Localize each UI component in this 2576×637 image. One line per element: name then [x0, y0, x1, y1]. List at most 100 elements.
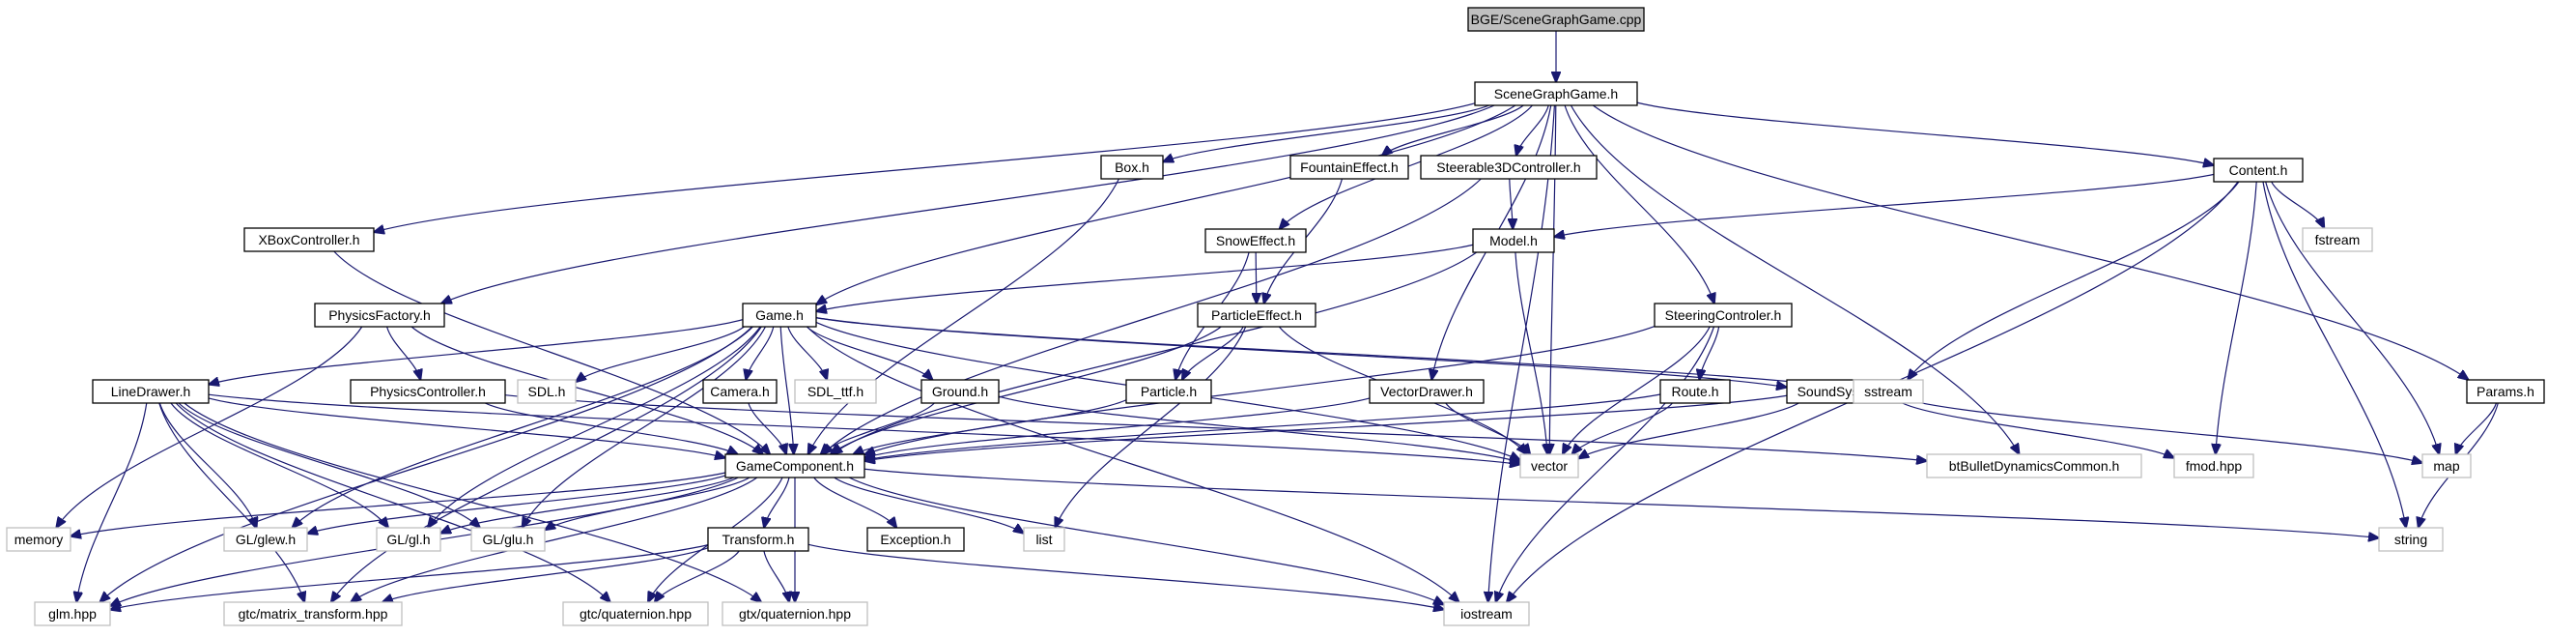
- edge-params-to-map: [2456, 402, 2498, 454]
- edge-xbox-to-gamecomponent: [333, 250, 770, 454]
- node-physfactory[interactable]: PhysicsFactory.h: [314, 303, 445, 328]
- edge-transform-to-glmhpp: [110, 544, 709, 610]
- node-box: [2302, 227, 2373, 252]
- node-params[interactable]: Params.h: [2466, 379, 2545, 404]
- edge-gamecomponent-to-gtcmatrix: [351, 477, 758, 602]
- node-gtcquat: gtc/quaternion.hpp: [562, 601, 709, 626]
- node-label: Particle.h: [1141, 384, 1197, 399]
- node-ground[interactable]: Ground.h: [920, 379, 1000, 404]
- node-xbox[interactable]: XBoxController.h: [243, 227, 375, 252]
- edge-vectordrawer-to-gamecomponent: [864, 397, 1371, 458]
- node-model[interactable]: Model.h: [1472, 228, 1555, 253]
- node-box: [1289, 155, 1409, 180]
- node-box: [34, 601, 111, 626]
- edge-steerable-to-model: [1510, 178, 1513, 229]
- edge-game-to-soundsystem: [815, 317, 1787, 388]
- node-box: [2466, 379, 2545, 404]
- node-label: vector: [1531, 458, 1568, 474]
- node-box: [1023, 527, 1065, 552]
- node-box: [794, 379, 877, 404]
- node-box: [1125, 379, 1212, 404]
- node-transform[interactable]: Transform.h: [707, 527, 809, 552]
- node-label: Steerable3DController.h: [1436, 159, 1580, 175]
- node-box: [2421, 453, 2472, 478]
- node-label: map: [2433, 458, 2459, 474]
- node-label: PhysicsController.h: [370, 384, 486, 399]
- edge-steeringctl-to-gamecomponent: [864, 325, 1656, 455]
- edge-linedrawer-to-glmhpp: [76, 402, 148, 602]
- edge-scenegraph-to-steerable: [1516, 104, 1549, 156]
- node-particle[interactable]: Particle.h: [1125, 379, 1212, 404]
- node-box[interactable]: Box.h: [1100, 155, 1164, 180]
- node-root[interactable]: BGE/SceneGraphGame.cpp: [1467, 7, 1645, 32]
- node-memory: memory: [6, 527, 71, 552]
- node-label: PhysicsFactory.h: [328, 307, 431, 323]
- edge-soundsystem-to-gamecomponent: [864, 394, 1788, 461]
- node-sdl: SDL.h: [517, 379, 577, 404]
- node-label: Exception.h: [880, 532, 950, 547]
- node-iostream: iostream: [1443, 601, 1530, 626]
- node-camera[interactable]: Camera.h: [702, 379, 778, 404]
- node-label: btBulletDynamicsCommon.h: [1949, 458, 2120, 474]
- node-label: GL/glu.h: [483, 532, 534, 547]
- edge-scenegraph-to-physfactory: [441, 104, 1495, 304]
- node-box: [92, 379, 210, 404]
- edge-physfactory-to-gamecomponent: [410, 326, 763, 454]
- node-linedrawer[interactable]: LineDrawer.h: [92, 379, 210, 404]
- node-label: SDL_ttf.h: [807, 384, 863, 399]
- edge-transform-to-gtxquat: [763, 550, 789, 602]
- node-box: [1100, 155, 1164, 180]
- node-box: [223, 527, 308, 552]
- edge-particle-to-gamecomponent: [853, 399, 1127, 454]
- edge-scenegraph-to-box: [1163, 104, 1489, 161]
- node-gamecomponent[interactable]: GameComponent.h: [724, 453, 865, 478]
- node-content[interactable]: Content.h: [2213, 158, 2304, 183]
- node-vectordrawer[interactable]: VectorDrawer.h: [1369, 379, 1485, 404]
- edge-scenegraph-to-iostream: [1488, 104, 1555, 602]
- node-box: [223, 601, 403, 626]
- edge-physctl-to-gamecomponent: [484, 402, 738, 454]
- node-gtcmatrix: gtc/matrix_transform.hpp: [223, 601, 403, 626]
- edge-gamecomponent-to-glh: [440, 477, 735, 534]
- edge-gamecomponent-to-iostream: [848, 477, 1444, 605]
- node-route[interactable]: Route.h: [1659, 379, 1731, 404]
- edge-game-to-sstream: [815, 317, 1854, 390]
- node-label: Model.h: [1489, 233, 1538, 248]
- edge-ground-to-vector: [998, 395, 1520, 462]
- node-fmodhpp: fmod.hpp: [2173, 453, 2254, 478]
- node-box: [1659, 379, 1731, 404]
- node-box: [1197, 303, 1316, 328]
- node-map: map: [2421, 453, 2472, 478]
- node-box: [1369, 379, 1485, 404]
- node-label: Content.h: [2229, 162, 2288, 178]
- node-steerable[interactable]: Steerable3DController.h: [1420, 155, 1598, 180]
- edge-scenegraph-to-steeringctl: [1564, 104, 1714, 304]
- edge-scenegraph-to-params: [1592, 104, 2468, 380]
- node-box: [517, 379, 577, 404]
- node-box: [1853, 379, 1924, 404]
- node-game[interactable]: Game.h: [742, 303, 817, 328]
- node-snow[interactable]: SnowEffect.h: [1204, 228, 1307, 253]
- node-sdlttf: SDL_ttf.h: [794, 379, 877, 404]
- node-scenegraph[interactable]: SceneGraphGame.h: [1474, 81, 1638, 106]
- node-exception[interactable]: Exception.h: [866, 527, 965, 552]
- node-box: [470, 527, 546, 552]
- node-physctl[interactable]: PhysicsController.h: [350, 379, 506, 404]
- node-glh: GL/gl.h: [376, 527, 441, 552]
- edge-steeringctl-to-route: [1699, 326, 1720, 380]
- edge-physfactory-to-physctl: [386, 326, 421, 380]
- node-label: gtc/quaternion.hpp: [580, 606, 692, 622]
- node-box: [1443, 601, 1530, 626]
- node-label: GL/glew.h: [236, 532, 296, 547]
- edge-game-to-camera: [746, 326, 775, 380]
- node-label: list: [1035, 532, 1052, 547]
- node-fountain[interactable]: FountainEffect.h: [1289, 155, 1409, 180]
- node-steeringctl[interactable]: SteeringControler.h: [1654, 303, 1793, 328]
- node-particleeffect[interactable]: ParticleEffect.h: [1197, 303, 1316, 328]
- node-label: iostream: [1460, 606, 1513, 622]
- node-sstream: sstream: [1853, 379, 1924, 404]
- edge-linedrawer-to-gtcmatrix: [158, 402, 304, 602]
- node-box: [1926, 453, 2142, 478]
- edge-content-to-fmodhpp: [2216, 181, 2257, 454]
